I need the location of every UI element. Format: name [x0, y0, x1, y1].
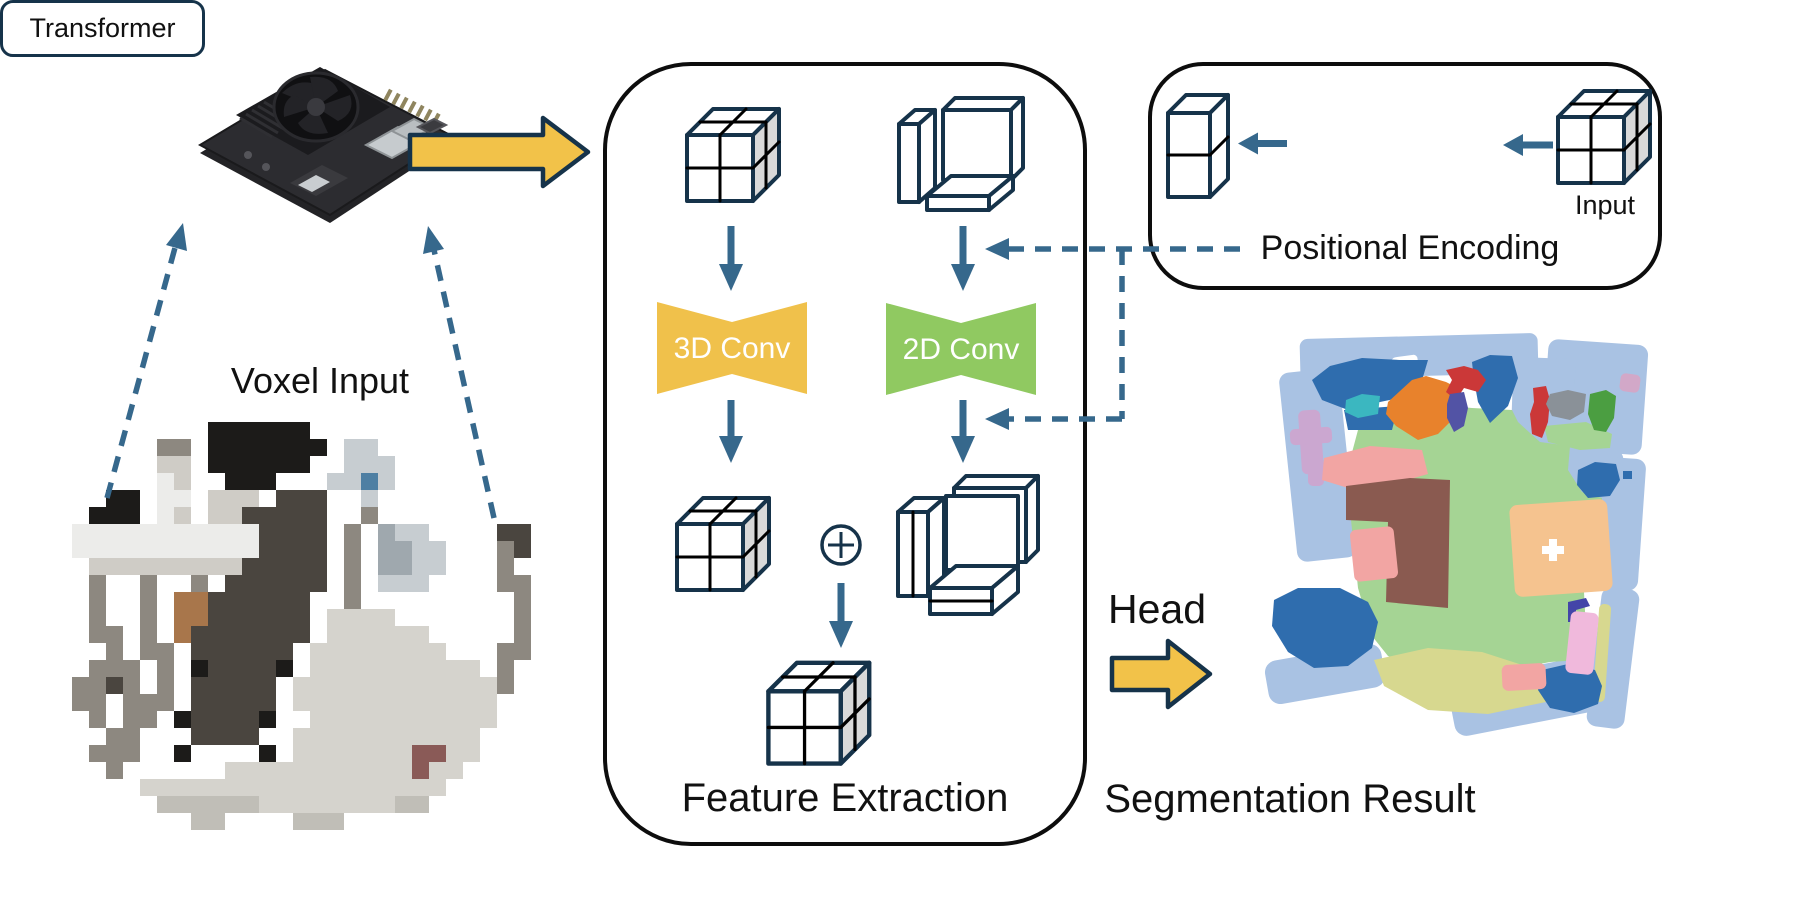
voxel-cube-fused-output [764, 654, 878, 768]
voxel-scene-image [55, 405, 565, 847]
conv2d-block [886, 303, 1036, 395]
triplane-after-2d-conv [896, 474, 1040, 616]
segmentation-result-label: Segmentation Result [1104, 777, 1476, 821]
hdmi-port [298, 175, 330, 192]
head-label: Head [1108, 586, 1207, 632]
positional-encoding-label: Positional Encoding [1260, 229, 1560, 267]
segmentation-map-image [1264, 333, 1649, 736]
positional-encoding-stack-cube [1166, 93, 1230, 199]
jetson-board-photo [197, 67, 454, 223]
arrow-head-to-segmentation [1109, 638, 1213, 710]
feature-extraction-label: Feature Extraction [681, 776, 1009, 820]
transformer-block: Transformer [0, 0, 205, 57]
pe-input-label: Input [1574, 190, 1636, 220]
conv3d-label: 3D Conv [673, 332, 791, 365]
conv2d-label: 2D Conv [902, 333, 1020, 366]
seg-object-regions [1272, 355, 1641, 713]
voxel-cube-input-3d-branch [685, 107, 781, 203]
transformer-label: Transformer [29, 13, 176, 43]
voxel-input-label: Voxel Input [230, 360, 410, 401]
triplane-input-2d-branch [897, 96, 1025, 212]
elementwise-sum-icon [820, 524, 862, 566]
conv3d-block [657, 302, 807, 394]
voxel-cube-after-3d-conv [675, 496, 771, 592]
voxel-cube-pe-input [1556, 89, 1652, 185]
